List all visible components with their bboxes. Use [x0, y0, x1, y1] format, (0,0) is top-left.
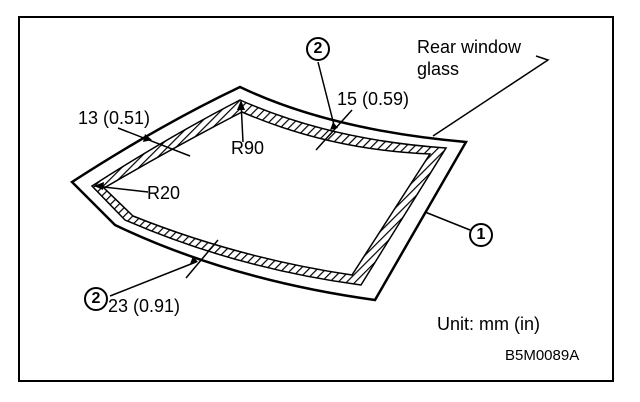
r20-leader — [94, 185, 149, 193]
callout-1-leader — [424, 211, 471, 231]
callout-2-bottom: 2 — [84, 287, 108, 311]
dim-15-arrow — [315, 109, 353, 151]
r90-arrowhead — [237, 100, 245, 110]
rear-window-label-line1: Rear window — [417, 37, 522, 57]
dim-13-arrow — [117, 127, 191, 157]
dimension-23-label: 23 (0.91) — [108, 296, 181, 316]
dim-23-arrow — [185, 239, 219, 279]
callout-2-top-leader — [317, 61, 335, 126]
dim-13-arrowhead — [143, 134, 152, 142]
unit-label: Unit: mm (in) — [437, 314, 540, 334]
rear-window-leader — [432, 55, 550, 137]
radius-90-label: R90 — [231, 138, 265, 158]
rear-window-label-line2: glass — [417, 59, 460, 79]
r20-arrowhead — [94, 182, 104, 190]
dimension-15-label: 15 (0.59) — [337, 89, 410, 109]
glass-inner-area — [102, 111, 432, 276]
callout-1: 1 — [469, 223, 493, 247]
dimension-13-label: 13 (0.51) — [78, 108, 151, 128]
dim-23-arrowhead — [190, 256, 198, 264]
radius-20-label: R20 — [147, 183, 181, 203]
callout-2-bottom-leader — [109, 261, 197, 297]
figure-frame — [18, 16, 614, 382]
callout-2-top: 2 — [306, 37, 330, 61]
dim-15-arrowhead — [330, 122, 338, 130]
figure-id-label: B5M0089A — [505, 347, 580, 364]
